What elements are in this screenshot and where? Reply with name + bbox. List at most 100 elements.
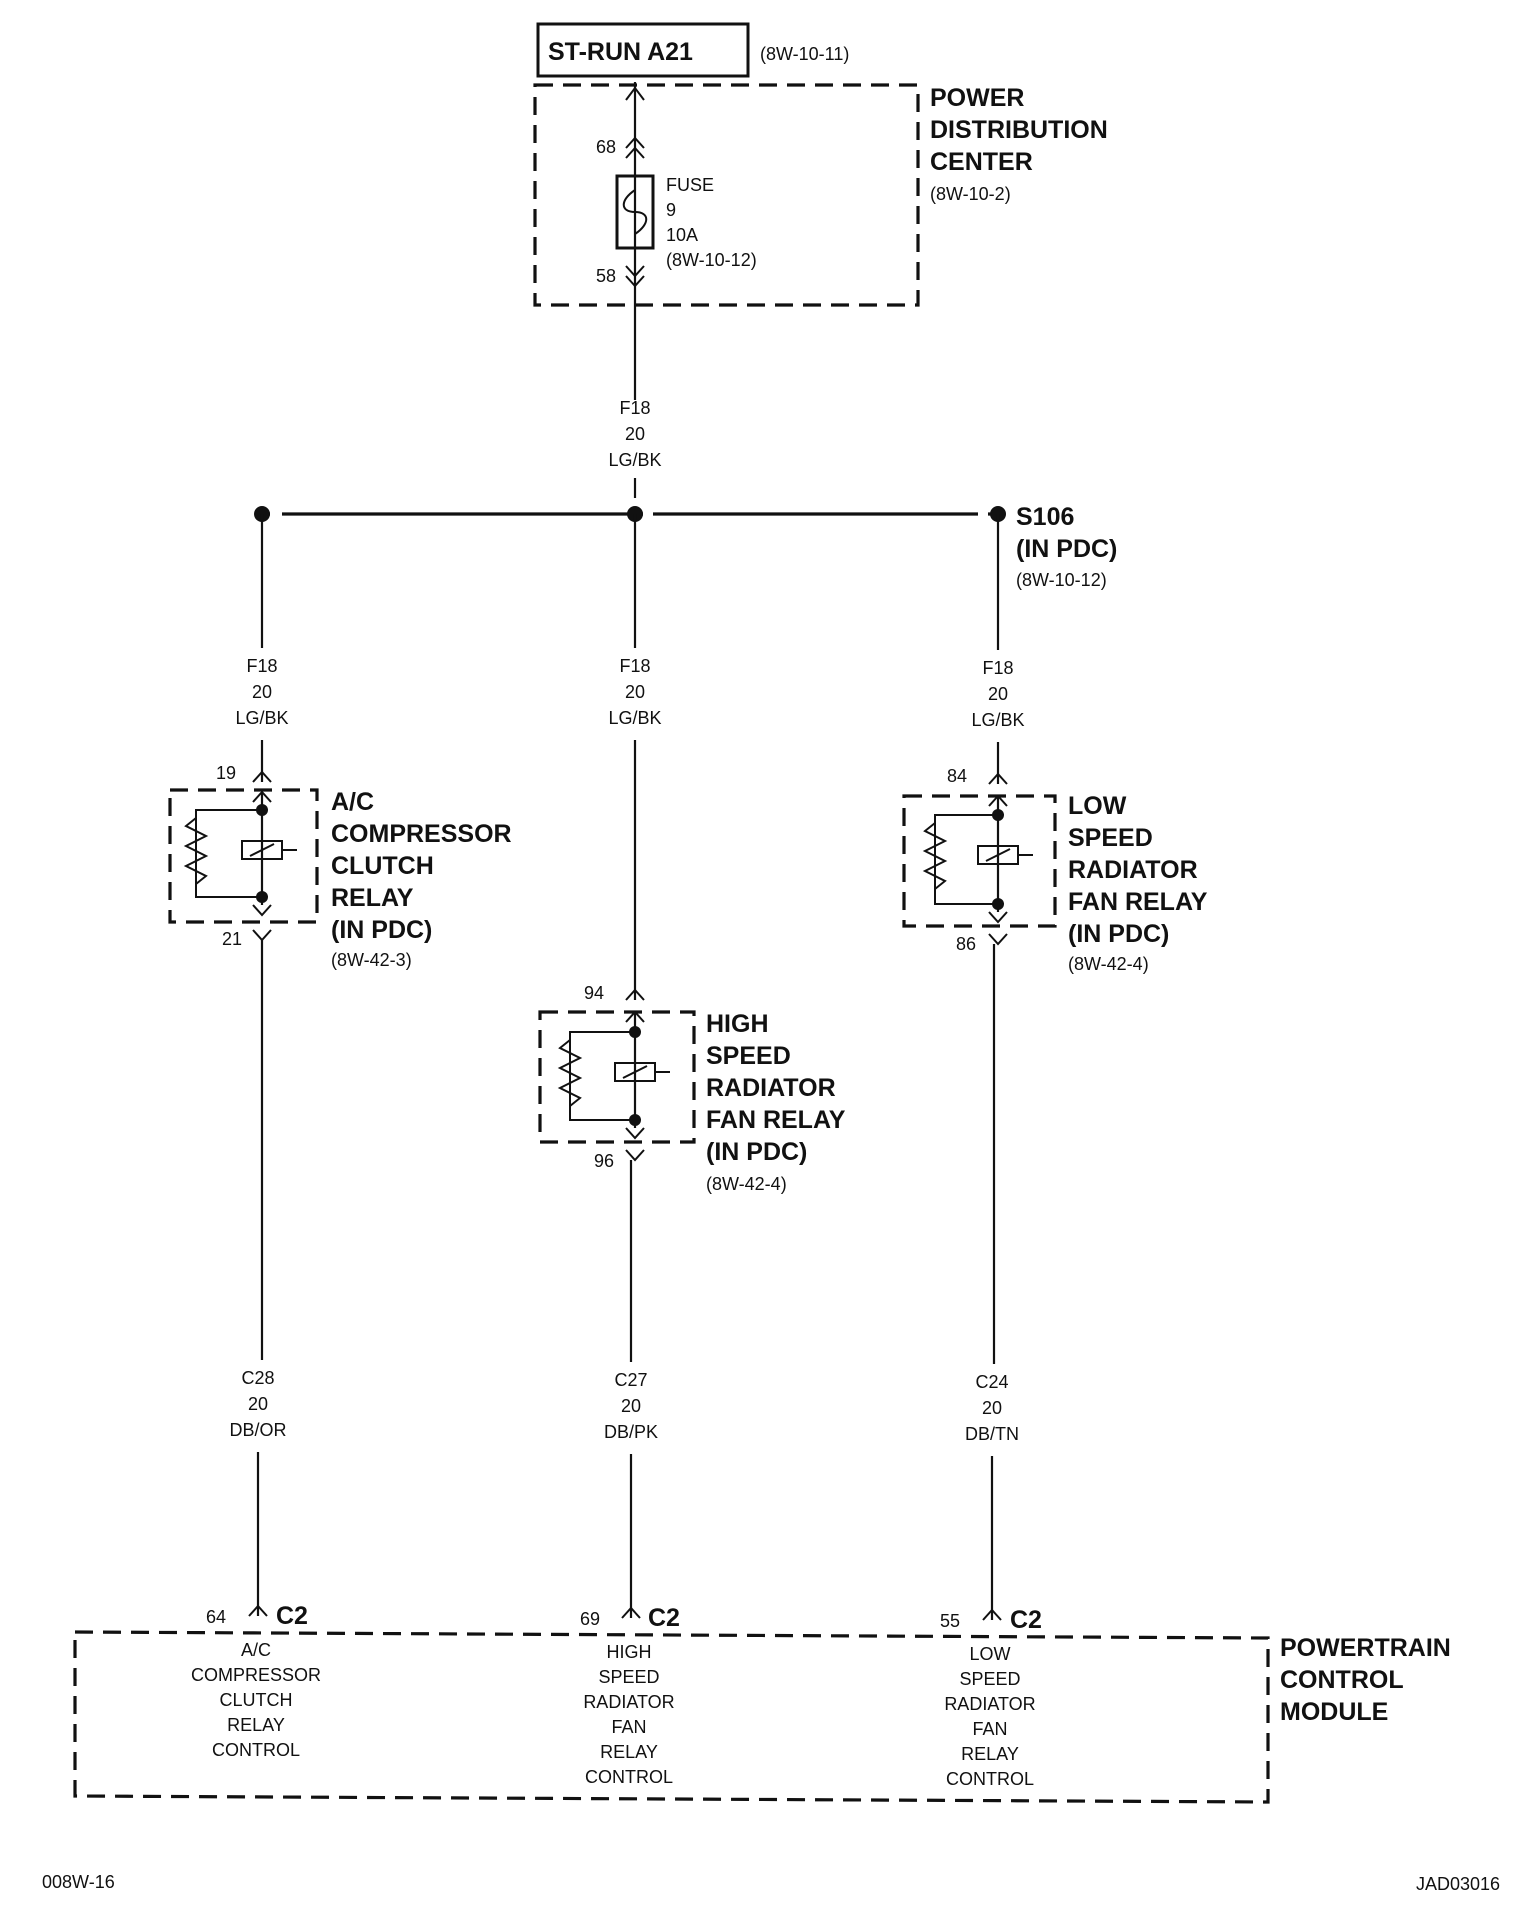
connector-in-icon [625,136,645,149]
pcm-border [73,1630,1270,1804]
high-speed-relay-label-1: HIGH [706,1010,769,1038]
branch-2-feed-gauge: 20 [625,682,645,702]
low-speed-relay-box [902,794,1057,928]
high-speed-relay-label-2: SPEED [706,1042,791,1070]
fuse-icon [615,174,655,250]
branch-3-out-connector-icon [988,933,1008,946]
ac-relay-label-5: (IN PDC) [331,916,432,944]
branch-ac-compressor: F18 20 LG/BK 19 21 A/C COMPRESSOR CLUTCH… [168,514,512,1630]
pdc-pin-bottom: 58 [596,266,616,286]
source-box-label: ST-RUN A21 [548,38,693,66]
pcm-func-3-line-2: SPEED [959,1669,1020,1689]
low-speed-relay-label-4: FAN RELAY [1068,888,1208,916]
fuse-line-2: 9 [666,200,676,220]
pcm-func-2-line-3: RADIATOR [583,1692,674,1712]
branch-3-wire-gauge: 20 [982,1398,1002,1418]
pcm-func-1-line-2: COMPRESSOR [191,1665,321,1685]
branch-1-feed-gauge: 20 [252,682,272,702]
branch-1-feed-color: LG/BK [235,708,288,728]
low-speed-relay-label-2: SPEED [1068,824,1153,852]
branch-2-wire-color: DB/PK [604,1422,658,1442]
pcm-func-2-line-5: RELAY [600,1742,658,1762]
powertrain-control-module: POWERTRAIN CONTROL MODULE A/C COMPRESSOR… [73,1630,1451,1804]
low-speed-relay-label-5: (IN PDC) [1068,920,1169,948]
branch-2-out-connector-icon [625,1149,645,1162]
pcm-func-2-line-4: FAN [611,1717,646,1737]
source-box-ref: (8W-10-11) [760,44,849,64]
low-speed-relay-label-3: RADIATOR [1068,856,1198,884]
branch-3-feed-color: LG/BK [971,710,1024,730]
branch-2-feed-color: LG/BK [608,708,661,728]
branch-1-pcm-pin: 64 [206,1607,226,1627]
pcm-title-line-3: MODULE [1280,1698,1388,1726]
source-box: ST-RUN A21 (8W-10-11) [536,22,849,78]
pdc-title-line-2: DISTRIBUTION [930,116,1108,144]
pdc-ref: (8W-10-2) [930,184,1011,204]
branch-low-speed-fan: F18 20 LG/BK 84 86 LOW SPEED RADIATOR FA… [902,514,1208,1634]
branch-1-in-connector-icon [252,770,272,783]
branch-2-in-connector-icon [625,988,645,1001]
splice-bus: S106 (IN PDC) (8W-10-12) [254,503,1117,590]
branch-2-feed-circuit: F18 [619,656,650,676]
high-speed-relay-label-5: (IN PDC) [706,1138,807,1166]
branch-3-pcm-pin: 55 [940,1611,960,1631]
main-wire-circuit: F18 [619,398,650,418]
branch-2-pin-in: 94 [584,983,604,1003]
ac-relay-label-3: CLUTCH [331,852,434,880]
branch-2-pcm-connector-icon [621,1606,641,1619]
branch-3-connector: C2 [1010,1606,1042,1634]
pcm-func-2-line-1: HIGH [607,1642,652,1662]
branch-1-wire-circuit: C28 [241,1368,274,1388]
high-speed-relay-box [538,1010,696,1144]
branch-3-feed-gauge: 20 [988,684,1008,704]
branch-2-pcm-pin: 69 [580,1609,600,1629]
connector-out-icon [625,265,645,278]
ac-relay-resistor-icon [183,817,209,885]
branch-high-speed-fan: F18 20 LG/BK 94 96 HIGH SPEED RADIATOR F… [538,514,846,1632]
pcm-func-2-line-2: SPEED [598,1667,659,1687]
pcm-title-line-1: POWERTRAIN [1280,1634,1451,1662]
splice-ref: (8W-10-12) [1016,570,1107,590]
pcm-func-1-line-1: A/C [241,1640,271,1660]
branch-1-connector: C2 [276,1602,308,1630]
footer-left-code: 008W-16 [42,1872,115,1892]
branch-3-pin-out: 86 [956,934,976,954]
branch-3-in-connector-icon [988,772,1008,785]
ac-relay-label-4: RELAY [331,884,414,912]
fuse-line-1: FUSE [666,175,714,195]
main-wire-label: F18 20 LG/BK [608,398,662,498]
pcm-func-3-line-6: CONTROL [946,1769,1034,1789]
pdc-title-line-3: CENTER [930,148,1033,176]
pdc-top-arrow-icon [625,86,645,101]
pdc-pin-top: 68 [596,137,616,157]
main-wire-gauge: 20 [625,424,645,444]
pcm-title-line-2: CONTROL [1280,1666,1404,1694]
pcm-func-1-line-3: CLUTCH [219,1690,292,1710]
branch-2-connector: C2 [648,1604,680,1632]
pcm-func-3-line-1: LOW [969,1644,1010,1664]
low-speed-relay-ref: (8W-42-4) [1068,954,1149,974]
branch-1-wire-gauge: 20 [248,1394,268,1414]
pcm-func-2-line-6: CONTROL [585,1767,673,1787]
pdc-title-line-1: POWER [930,84,1024,112]
branch-2-pin-out: 96 [594,1151,614,1171]
branch-3-feed-circuit: F18 [982,658,1013,678]
pcm-func-3-line-4: FAN [972,1719,1007,1739]
fuse-line-3: 10A [666,225,698,245]
branch-1-pin-out: 21 [222,929,242,949]
ac-relay-label-2: COMPRESSOR [331,820,512,848]
high-speed-relay-label-3: RADIATOR [706,1074,836,1102]
high-speed-relay-label-4: FAN RELAY [706,1106,846,1134]
branch-3-wire-circuit: C24 [975,1372,1008,1392]
pcm-func-3-line-3: RADIATOR [944,1694,1035,1714]
main-wire-color: LG/BK [608,450,661,470]
branch-3-pcm-connector-icon [982,1608,1002,1621]
branch-1-feed-circuit: F18 [246,656,277,676]
branch-2-wire-gauge: 20 [621,1396,641,1416]
low-speed-relay-label-1: LOW [1068,792,1127,820]
ac-relay-ref: (8W-42-3) [331,950,412,970]
high-speed-relay-ref: (8W-42-4) [706,1174,787,1194]
splice-name: S106 [1016,503,1074,531]
pcm-func-1-line-5: CONTROL [212,1740,300,1760]
